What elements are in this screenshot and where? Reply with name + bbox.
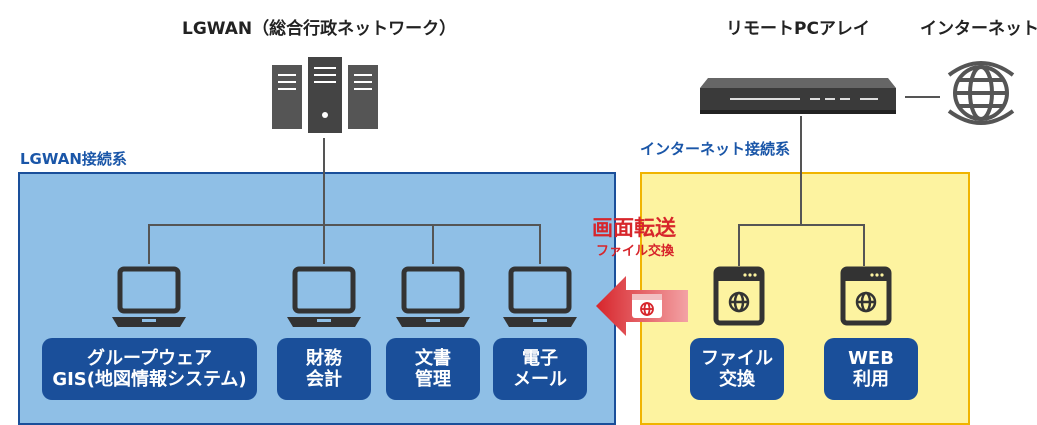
app-line: ファイル bbox=[701, 348, 773, 369]
browser-window-icon bbox=[713, 266, 765, 326]
transfer-arrow-icon bbox=[596, 276, 688, 336]
laptop-icon bbox=[287, 266, 361, 327]
lgwan-title: LGWAN（総合行政ネットワーク） bbox=[182, 19, 457, 39]
internet-title: インターネット bbox=[920, 19, 1037, 39]
connector-internet-vertical bbox=[800, 116, 802, 224]
app-web-use: WEB 利用 bbox=[824, 338, 918, 400]
connector-drop-1 bbox=[148, 224, 150, 264]
laptop-icon bbox=[503, 266, 577, 327]
file-exchange-label: ファイル交換 bbox=[596, 244, 675, 259]
app-line: GIS(地図情報システム) bbox=[52, 369, 247, 390]
server-icon bbox=[272, 57, 378, 133]
connector-drop-2 bbox=[323, 224, 325, 264]
browser-window-icon bbox=[840, 266, 892, 326]
app-line: 交換 bbox=[719, 369, 755, 390]
app-line: メール bbox=[513, 369, 567, 390]
app-finance-accounting: 財務 会計 bbox=[277, 338, 371, 400]
rack-server-icon bbox=[700, 78, 896, 114]
connector-internet-horizontal bbox=[738, 224, 865, 226]
app-groupware-gis: グループウェア GIS(地図情報システム) bbox=[42, 338, 257, 400]
app-line: 財務 bbox=[306, 348, 342, 369]
app-line: グループウェア bbox=[87, 348, 212, 369]
app-file-exchange: ファイル 交換 bbox=[690, 338, 784, 400]
internet-zone-label: インターネット接続系 bbox=[640, 140, 791, 158]
screen-transfer-label: 画面転送 bbox=[592, 216, 676, 240]
remote-pc-array-title: リモートPCアレイ bbox=[726, 19, 870, 39]
connector-lgwan-vertical bbox=[323, 138, 325, 224]
globe-icon bbox=[947, 61, 1015, 125]
app-email: 電子 メール bbox=[493, 338, 587, 400]
connector-drop-6 bbox=[863, 224, 865, 266]
app-line: 管理 bbox=[415, 369, 451, 390]
connector-rack-internet bbox=[905, 96, 940, 98]
connector-drop-3 bbox=[432, 224, 434, 264]
app-document-management: 文書 管理 bbox=[386, 338, 480, 400]
app-line: WEB bbox=[848, 348, 894, 369]
app-line: 電子 bbox=[522, 348, 558, 369]
laptop-icon bbox=[112, 266, 186, 327]
app-line: 文書 bbox=[415, 348, 451, 369]
laptop-icon bbox=[396, 266, 470, 327]
connector-drop-5 bbox=[738, 224, 740, 266]
lgwan-zone-label: LGWAN接続系 bbox=[20, 150, 127, 168]
connector-lgwan-horizontal bbox=[148, 224, 541, 226]
app-line: 利用 bbox=[853, 369, 889, 390]
connector-drop-4 bbox=[539, 224, 541, 264]
app-line: 会計 bbox=[306, 369, 342, 390]
